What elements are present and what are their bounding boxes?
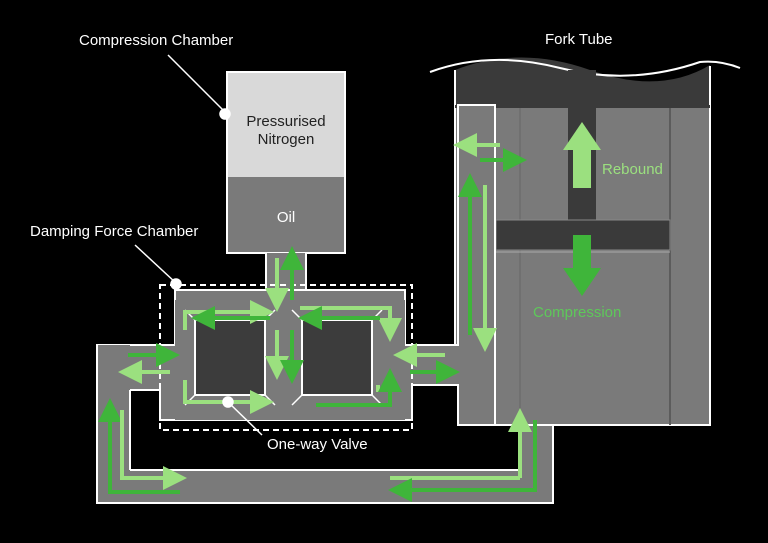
compression-chamber-label: Compression Chamber xyxy=(79,32,233,49)
compression-arrow-icon xyxy=(563,235,601,296)
one-way-valve-label: One-way Valve xyxy=(267,436,368,453)
leader-lines xyxy=(134,54,263,436)
compression-label: Compression xyxy=(533,304,621,321)
pressurised-label: Pressurised xyxy=(246,113,325,130)
rebound-arrow-icon xyxy=(563,122,601,188)
fork-tube-label: Fork Tube xyxy=(545,31,613,48)
leader-dot-icon xyxy=(170,278,182,290)
leader-dot-icon xyxy=(219,108,231,120)
compression-chamber xyxy=(226,71,346,303)
damping-force-chamber-label: Damping Force Chamber xyxy=(30,223,198,240)
nitrogen-label: Nitrogen xyxy=(258,131,315,148)
oil-label: Oil xyxy=(277,209,295,226)
leader-dot-icon xyxy=(222,396,234,408)
rebound-label: Rebound xyxy=(602,161,663,178)
flow-arrows xyxy=(98,133,537,502)
